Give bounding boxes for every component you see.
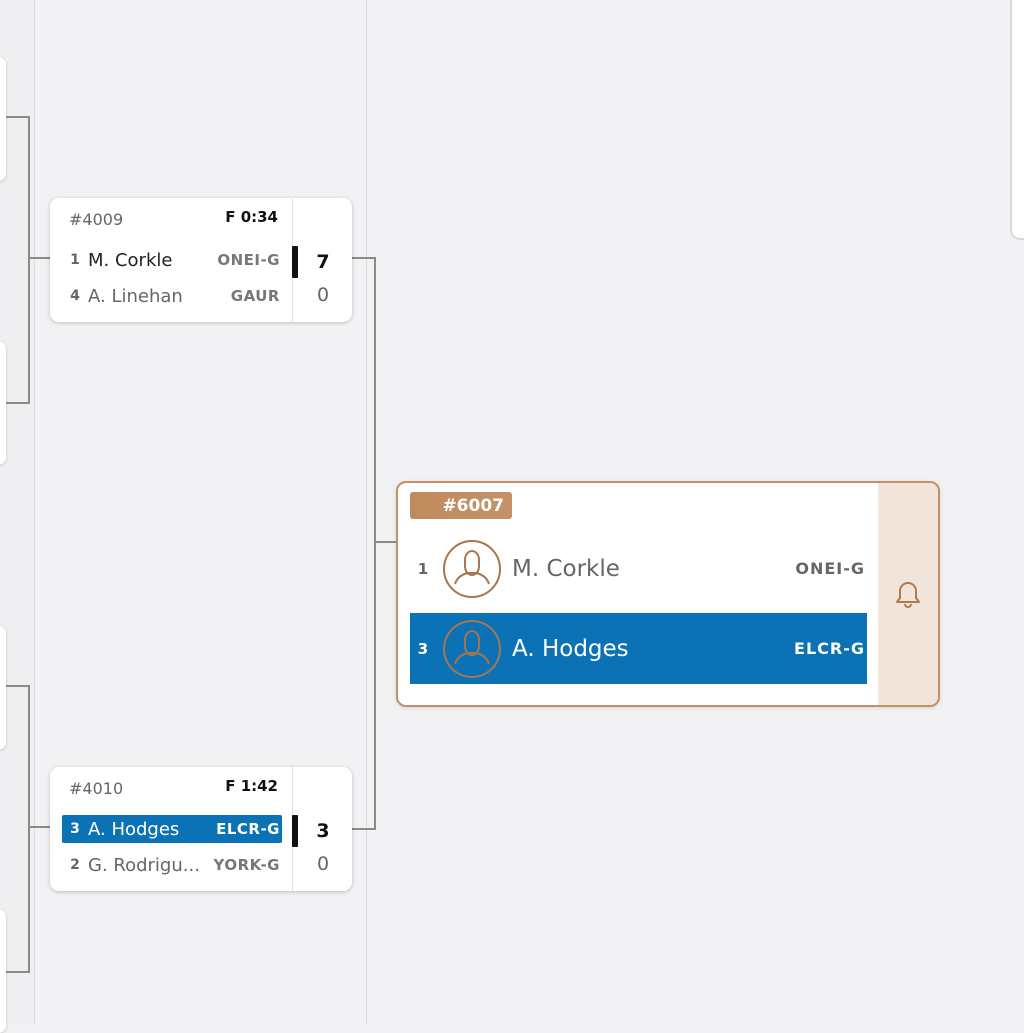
user-avatar-icon — [442, 619, 502, 679]
match-result: F 1:42 — [225, 777, 278, 795]
match-card-body: #4009 F 0:34 1 M. Corkle ONEI-G 4 A. Lin… — [50, 198, 292, 322]
player-seed: 3 — [417, 639, 429, 658]
player-seed: 2 — [70, 857, 80, 873]
player-row[interactable]: 1 M. Corkle ONEI-G — [410, 533, 867, 604]
match-card-partial[interactable] — [1010, 0, 1024, 240]
column-divider — [366, 0, 367, 1024]
player-name: G. Rodrigu... — [88, 854, 200, 876]
player-name: A. Hodges — [512, 635, 629, 662]
player-name: A. Linehan — [88, 285, 183, 307]
player-team: YORK-G — [213, 856, 280, 874]
bell-icon[interactable] — [895, 580, 921, 608]
match-card-partial[interactable] — [0, 626, 6, 750]
player-score: 0 — [316, 284, 330, 306]
match-id: #4009 — [69, 210, 124, 229]
match-card-body: #4010 F 1:42 3 A. Hodges ELCR-G 2 G. Rod… — [50, 767, 292, 891]
player-name: M. Corkle — [512, 555, 620, 582]
match-card[interactable]: #4010 F 1:42 3 A. Hodges ELCR-G 2 G. Rod… — [50, 767, 352, 891]
player-score: 3 — [316, 820, 330, 842]
match-result: F 0:34 — [225, 208, 278, 226]
match-card-partial[interactable] — [0, 341, 6, 465]
match-card-partial[interactable] — [0, 57, 6, 181]
bracket-connector — [352, 257, 376, 830]
player-seed: 3 — [70, 821, 80, 837]
player-team: GAUR — [230, 287, 280, 305]
player-team: ELCR-G — [794, 639, 865, 658]
player-team: ONEI-G — [217, 251, 280, 269]
match-id: #4010 — [69, 779, 124, 798]
player-row[interactable]: 2 G. Rodrigu... YORK-G — [62, 851, 282, 879]
player-name: M. Corkle — [88, 249, 173, 271]
winner-indicator — [292, 246, 298, 278]
player-row[interactable]: 3 A. Hodges ELCR-G — [62, 815, 282, 843]
match-side-panel — [878, 483, 938, 705]
score-column: 3 0 — [292, 767, 353, 891]
match-card[interactable]: #4009 F 0:34 1 M. Corkle ONEI-G 4 A. Lin… — [50, 198, 352, 322]
player-team: ONEI-G — [795, 559, 865, 578]
next-match-card[interactable]: #6007 1 M. Corkle ONEI-G 3 A. Hodges ELC… — [396, 481, 940, 707]
winner-indicator — [292, 815, 298, 847]
column-divider — [34, 0, 35, 1024]
player-row[interactable]: 4 A. Linehan GAUR — [62, 282, 282, 310]
match-card-partial[interactable] — [0, 909, 6, 1033]
match-id-tag: #6007 — [410, 492, 512, 519]
player-seed: 1 — [70, 252, 80, 268]
score-column: 7 0 — [292, 198, 353, 322]
bracket-connector — [376, 541, 396, 543]
bracket-connector — [6, 685, 30, 973]
player-name: A. Hodges — [88, 818, 180, 840]
bracket-connector — [30, 257, 50, 259]
bracket-connector — [6, 116, 30, 404]
player-team: ELCR-G — [216, 820, 280, 838]
player-row[interactable]: 3 A. Hodges ELCR-G — [410, 613, 867, 684]
user-avatar-icon — [442, 539, 502, 599]
player-row[interactable]: 1 M. Corkle ONEI-G — [62, 246, 282, 274]
player-score: 7 — [316, 251, 330, 273]
bracket-connector — [30, 826, 50, 828]
player-score: 0 — [316, 853, 330, 875]
player-seed: 4 — [70, 288, 80, 304]
player-seed: 1 — [417, 559, 429, 578]
